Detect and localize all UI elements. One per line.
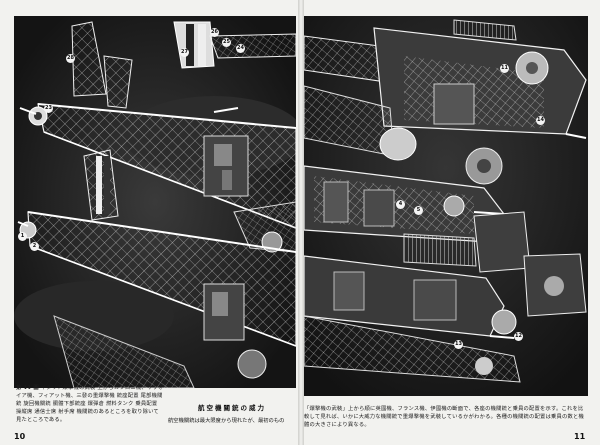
callout-marker: 28: [66, 54, 75, 63]
callout-marker: 5: [414, 206, 423, 215]
section-body-text: 航空機關銃は最大限度から現れたが、最初のもの: [168, 418, 285, 424]
callout-marker: 24: [236, 44, 245, 53]
callout-marker: 13: [454, 340, 463, 349]
callout-marker: 26: [210, 28, 219, 37]
callout-marker: 12: [514, 332, 523, 341]
page-number-left: 10: [14, 432, 26, 441]
right-illustration: 14 11 4 5 12 13: [304, 16, 588, 396]
callout-marker: 14: [536, 116, 545, 125]
callout-marker: 11: [500, 64, 509, 73]
callout-marker: 4: [396, 200, 405, 209]
callout-marker: 25: [222, 38, 231, 47]
left-illustration: 28 26 25 24 27 23 1 2: [14, 16, 296, 388]
callout-marker: 1: [18, 232, 27, 241]
right-aircraft-cutaways: [304, 16, 588, 396]
callout-marker: 27: [180, 48, 189, 57]
figure-caption-right: 「爆撃機の武裝」上から順に英國機、フランス機、伊國機の斷面で、各座の機關銃と乗員…: [304, 406, 585, 428]
callout-marker: 2: [30, 242, 39, 251]
left-aircraft-cutaways: [14, 16, 296, 388]
page-gutter: [298, 0, 304, 445]
figure-caption-left: 第 11 圖 イタリア爆撃機の武裝 上からカプロニ機、サヴォイア機、フィアット機…: [16, 384, 164, 430]
page-number-right: 11: [574, 432, 586, 441]
figure-label: 第 11 圖: [16, 385, 39, 391]
callout-marker: 23: [44, 104, 53, 113]
article-section: 航空機關銃の威力 航空機關銃は最大限度から現れたが、最初のもの: [168, 402, 296, 425]
caption-text: イタリア爆撃機の武裝 上からカプロニ機、サヴォイア機、フィアット機、三發の重爆撃…: [16, 385, 164, 423]
section-heading: 航空機關銃の威力: [198, 404, 266, 412]
